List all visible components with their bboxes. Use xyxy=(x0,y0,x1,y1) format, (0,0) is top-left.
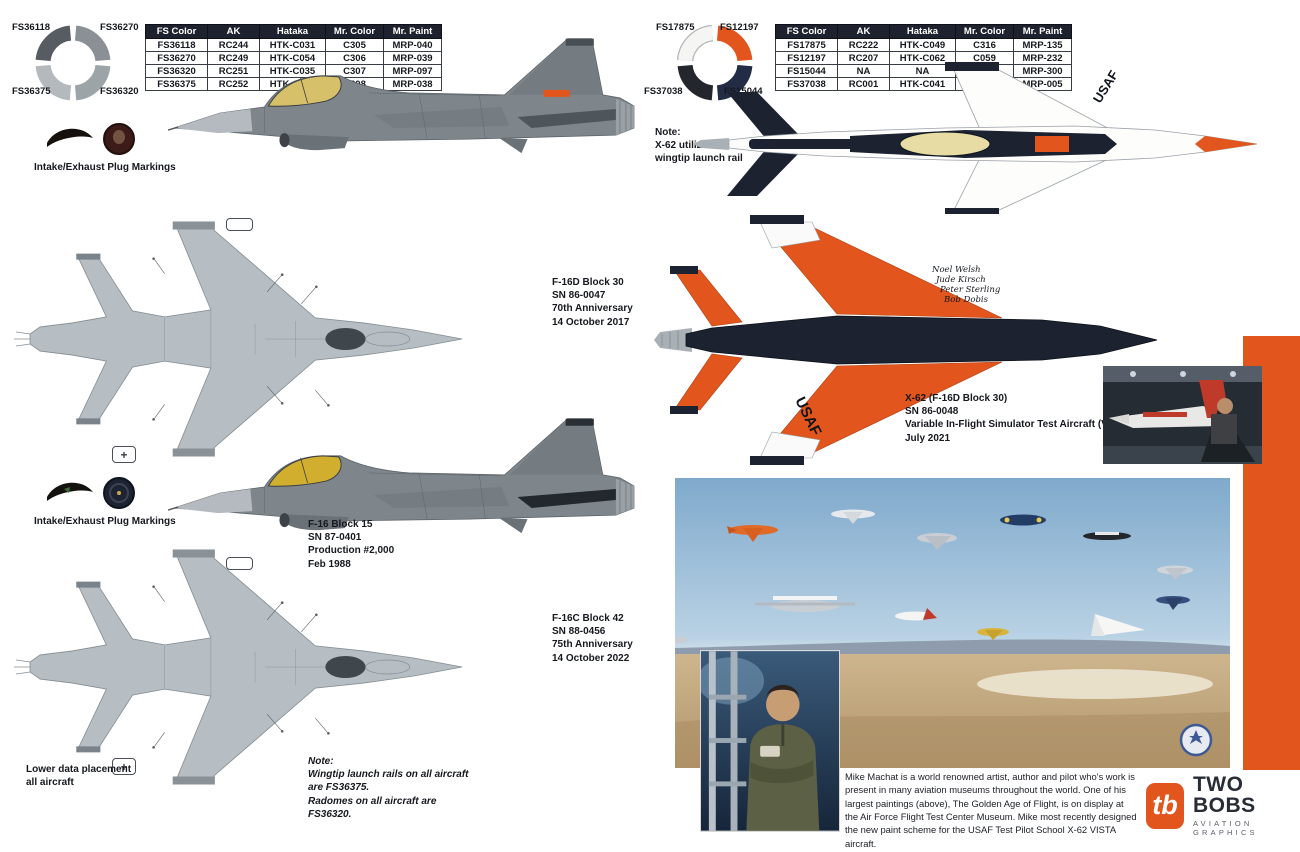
fs-label: FS36270 xyxy=(100,22,139,33)
stabilator xyxy=(517,488,626,509)
wingtip-radome-note: Note:Wingtip launch rails on all aircraf… xyxy=(308,756,469,820)
stabilator xyxy=(673,353,743,411)
vertical-fin xyxy=(509,38,602,95)
intake-plug-label-2: Intake/Exhaust Plug Markings xyxy=(34,516,176,527)
intake-plug-label-1: Intake/Exhaust Plug Markings xyxy=(34,162,176,173)
refuel-marking xyxy=(1035,136,1069,152)
machat-caption: Mike Machat is a world renowned artist, … xyxy=(845,771,1137,849)
drag-chute-marking xyxy=(543,89,570,97)
wingtip-rail xyxy=(172,221,215,230)
intake-exhaust-plug-markings-1 xyxy=(47,123,135,155)
f16-side-profile-2 xyxy=(168,418,635,534)
canopy xyxy=(267,455,342,487)
exhaust xyxy=(693,138,729,150)
f16-plan-view-1 xyxy=(14,221,463,457)
wingtip-launch-rail xyxy=(750,215,804,224)
left-fs-swatch-ring xyxy=(35,25,111,101)
nozzle xyxy=(615,98,634,136)
brand-tagline: AVIATION GRAPHICS xyxy=(1192,819,1258,837)
crew-names: Noel Welsh Jude Kirsch Peter Sterling Bo… xyxy=(931,265,1001,305)
mike-machat-photo xyxy=(700,650,840,832)
stabilator xyxy=(673,269,743,327)
wingtip-rail xyxy=(172,776,215,785)
fs-label: FS15044 xyxy=(724,86,763,97)
stencil-plus-box: + xyxy=(112,758,136,775)
wing-root xyxy=(373,106,510,129)
svg-text:Bob Dobis: Bob Dobis xyxy=(943,295,989,305)
svg-text:Jude Kirsch: Jude Kirsch xyxy=(934,275,986,285)
canopy xyxy=(267,75,342,107)
fs-label: FS17875 xyxy=(656,22,695,33)
intake-exhaust-plug-markings-2 xyxy=(47,477,135,509)
left-fs-swatch: FS36118 FS36270 FS36375 FS36320 xyxy=(12,16,147,108)
wingtip-rail xyxy=(172,448,215,457)
radome xyxy=(174,108,253,134)
fs-label: FS12197 xyxy=(720,22,759,33)
plus-marking: + xyxy=(120,759,128,774)
tb-logo-mark: tb xyxy=(1146,782,1184,829)
ventral-fin xyxy=(499,138,528,154)
x62-hangar-photo xyxy=(1103,366,1262,464)
fs-label: FS37038 xyxy=(644,86,683,97)
radome xyxy=(174,488,253,514)
vertical-fin xyxy=(509,418,602,475)
right-fs-swatch: FS17875 FS12197 FS37038 FS15044 xyxy=(644,16,798,108)
f16-side-profile-1 xyxy=(168,38,635,154)
golden-age-painting xyxy=(675,478,1230,768)
x62-top-view: USAF xyxy=(693,62,1258,214)
canopy xyxy=(899,131,991,157)
fs-label: FS36375 xyxy=(12,86,51,97)
wingtip-launch-rail xyxy=(945,62,999,71)
fs-label: FS36320 xyxy=(100,86,139,97)
intake-opening xyxy=(325,655,366,679)
stencil-box xyxy=(226,557,253,570)
fin-tip xyxy=(565,38,594,46)
wing xyxy=(952,67,1117,137)
stencil-plus-box: + xyxy=(112,446,136,463)
intake xyxy=(280,134,349,151)
fs-label: FS36118 xyxy=(12,22,51,33)
fuselage xyxy=(173,418,635,522)
plus-marking: + xyxy=(120,447,128,462)
fuselage xyxy=(173,38,635,142)
wingtip-rail xyxy=(172,549,215,558)
stabilator xyxy=(727,148,800,196)
svg-text:Peter Sterling: Peter Sterling xyxy=(939,285,1001,295)
usaf-marking: USAF xyxy=(1090,68,1122,106)
fuselage xyxy=(685,315,1158,365)
f16-plan-view-2 xyxy=(14,549,463,785)
stencil-box xyxy=(226,218,253,231)
two-bobs-logo: tb TWO BOBS AVIATION GRAPHICS xyxy=(1146,774,1300,837)
orange-radome xyxy=(1195,136,1257,152)
exhaust xyxy=(654,328,692,352)
intake-opening xyxy=(325,327,366,351)
fin-spine xyxy=(749,139,865,149)
x62-bottom-view: USAF Noel Welsh Jude Kirsch Peter Sterli… xyxy=(654,215,1158,465)
right-fs-swatch-ring xyxy=(676,24,753,101)
intake xyxy=(280,514,349,531)
svg-text:Noel Welsh: Noel Welsh xyxy=(931,265,981,275)
stabilator xyxy=(517,108,626,129)
airframe xyxy=(29,555,463,779)
museum-patch xyxy=(1179,723,1213,757)
stabilator xyxy=(727,92,800,140)
wingtip-launch-rail xyxy=(945,208,999,214)
wingtip-launch-rail xyxy=(750,456,804,465)
nozzle xyxy=(615,478,634,516)
brand-name: TWO BOBS xyxy=(1192,773,1256,817)
